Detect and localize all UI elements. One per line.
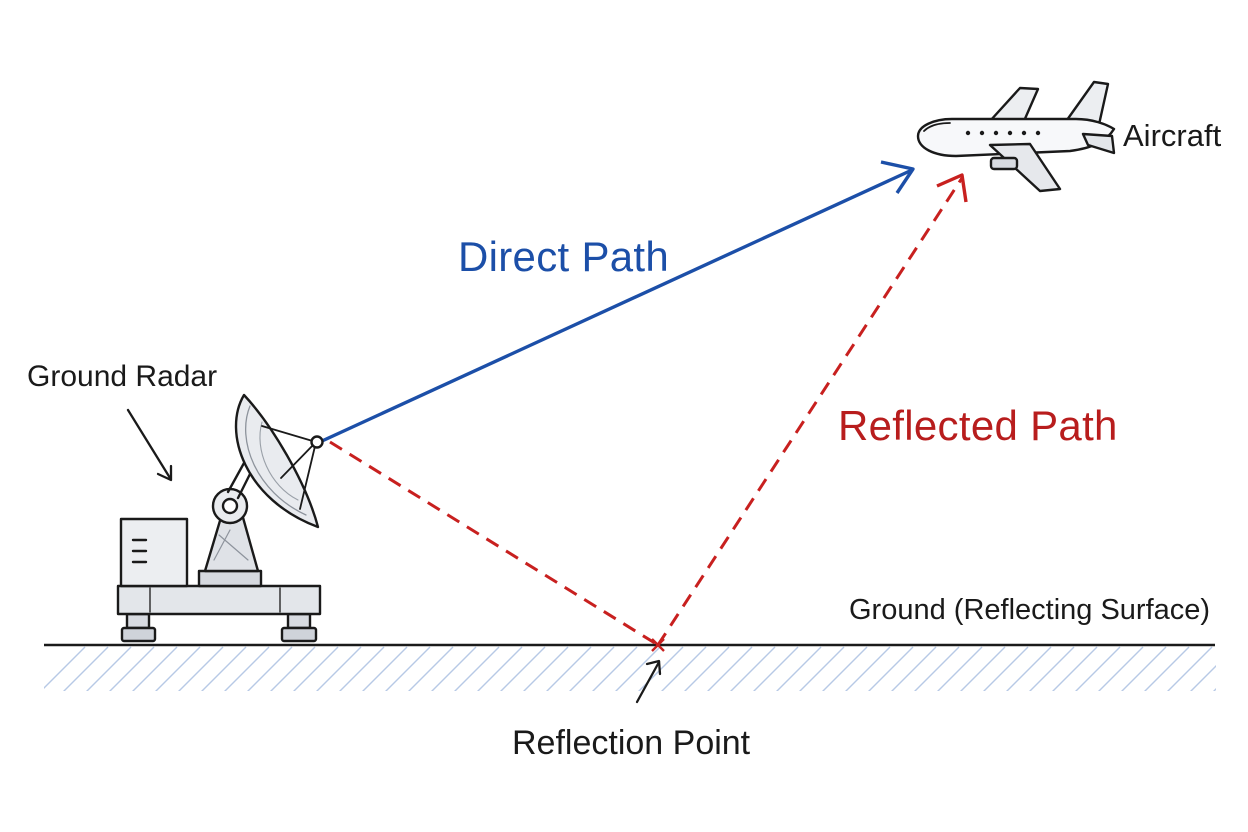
hatch-line bbox=[1121, 646, 1167, 691]
hatch-line bbox=[1236, 647, 1248, 692]
hatch-line bbox=[891, 646, 937, 691]
hatch-line bbox=[730, 646, 776, 691]
hatch-line bbox=[845, 646, 891, 691]
hatch-line bbox=[63, 646, 109, 691]
hatch-line bbox=[201, 646, 247, 691]
hatch-line bbox=[339, 646, 385, 691]
reflection-point-pointer bbox=[635, 659, 662, 704]
hatch-line bbox=[661, 646, 707, 691]
hatch-line bbox=[316, 646, 362, 691]
hatch-line bbox=[132, 646, 178, 691]
hatch-line bbox=[615, 646, 661, 691]
hatch-line bbox=[753, 646, 799, 691]
hatch-line bbox=[983, 646, 1029, 691]
hatch-line bbox=[155, 646, 201, 691]
hatch-line bbox=[684, 646, 730, 691]
aircraft-icon bbox=[916, 80, 1116, 193]
radar-dish-icon bbox=[116, 393, 324, 643]
hatch-line bbox=[822, 646, 868, 691]
hatch-line bbox=[592, 646, 638, 691]
hatch-line bbox=[868, 646, 914, 691]
direct-path-label: Direct Path bbox=[458, 233, 670, 280]
hatch-line bbox=[293, 646, 339, 691]
hatch-line bbox=[1075, 646, 1121, 691]
hatch-line bbox=[799, 646, 845, 691]
hatch-line bbox=[385, 646, 431, 691]
ground-radar-pointer bbox=[126, 408, 173, 482]
hatch-line bbox=[431, 646, 477, 691]
hatch-line bbox=[914, 646, 960, 691]
ground-surface-label: Ground (Reflecting Surface) bbox=[849, 594, 1211, 626]
hatch-line bbox=[408, 646, 454, 691]
hatch-line bbox=[569, 646, 615, 691]
reflected-arrowhead bbox=[936, 173, 968, 203]
ground-radar-label: Ground Radar bbox=[27, 360, 218, 393]
hatch-line bbox=[178, 646, 224, 691]
hatch-line bbox=[247, 646, 293, 691]
aircraft-label: Aircraft bbox=[1123, 118, 1222, 153]
hatch-line bbox=[362, 646, 408, 691]
hatch-line bbox=[477, 646, 523, 691]
hatch-line bbox=[1052, 646, 1098, 691]
reflection-point-label: Reflection Point bbox=[512, 724, 751, 762]
hatch-line bbox=[1006, 646, 1052, 691]
hatch-line bbox=[86, 646, 132, 691]
hatch-line bbox=[960, 646, 1006, 691]
ground-hatch bbox=[44, 646, 1248, 692]
reflected-path bbox=[329, 173, 968, 647]
hatch-line bbox=[109, 646, 155, 691]
hatch-line bbox=[776, 646, 822, 691]
hatch-line bbox=[937, 646, 983, 691]
direct-arrowhead bbox=[880, 160, 915, 194]
hatch-line bbox=[270, 646, 316, 691]
hatch-line bbox=[1167, 646, 1213, 691]
hatch-line bbox=[1190, 665, 1216, 691]
direct-path bbox=[321, 160, 915, 443]
hatch-line bbox=[707, 646, 753, 691]
hatch-line bbox=[1029, 646, 1075, 691]
hatch-line bbox=[1098, 646, 1144, 691]
reflection-point-marker bbox=[651, 638, 665, 652]
hatch-line bbox=[1144, 646, 1190, 691]
hatch-line bbox=[1213, 688, 1216, 691]
reflected-path-label: Reflected Path bbox=[838, 402, 1118, 449]
hatch-line bbox=[224, 646, 270, 691]
hatch-line bbox=[44, 646, 86, 689]
hatch-line bbox=[546, 646, 592, 691]
hatch-line bbox=[500, 646, 546, 691]
hatch-line bbox=[523, 646, 569, 691]
hatch-line bbox=[454, 646, 500, 691]
